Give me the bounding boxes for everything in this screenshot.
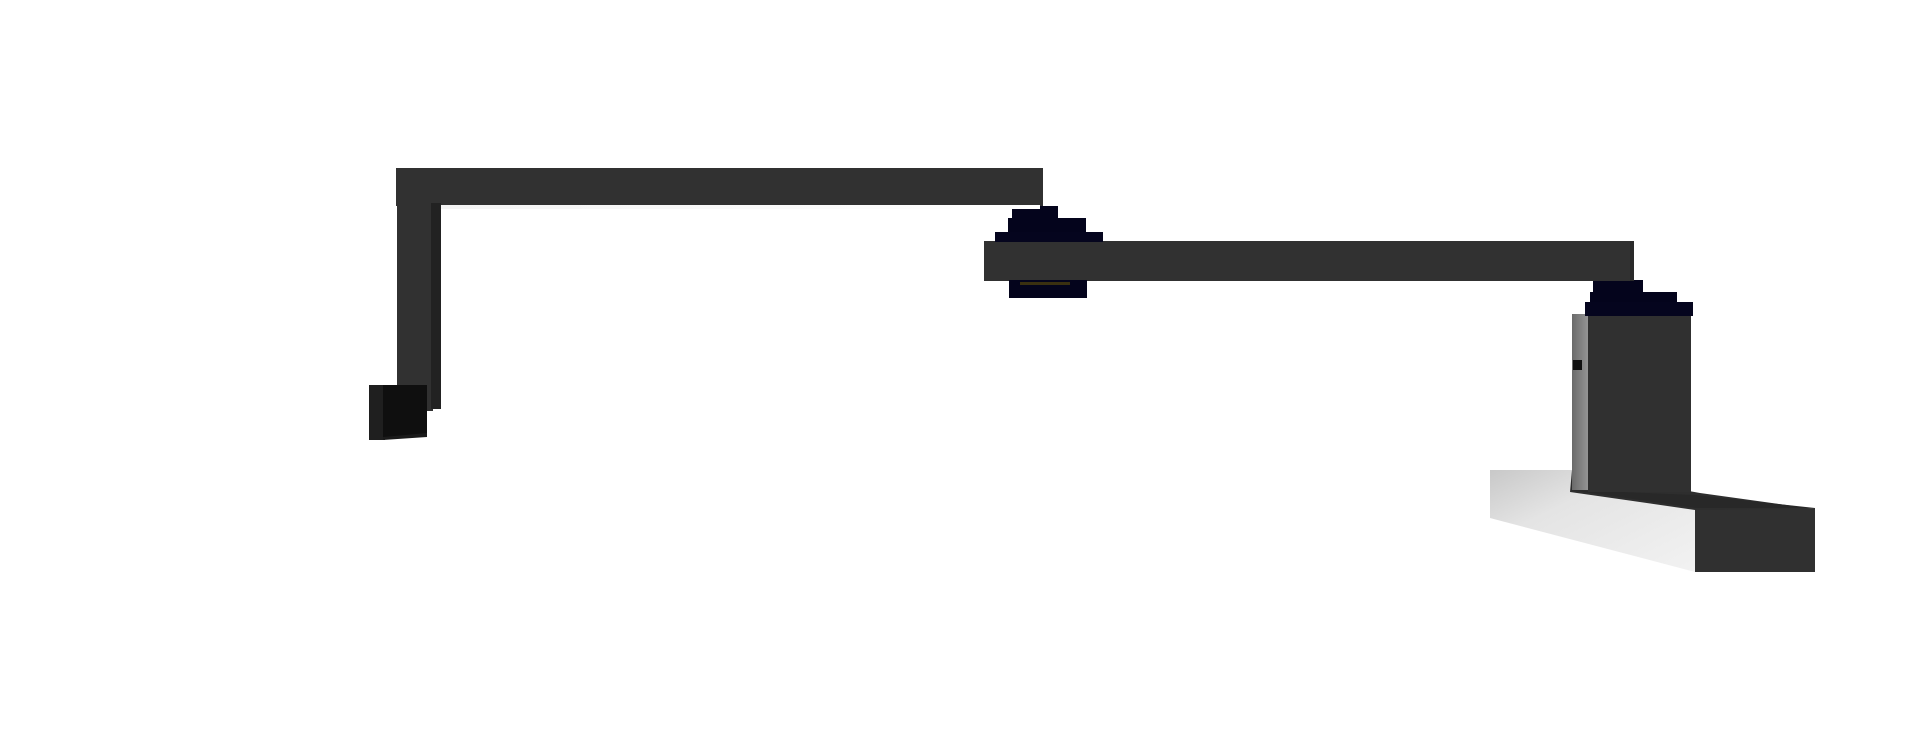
forearm-top-face [396,168,1043,206]
base-post [1572,314,1691,492]
forearm-link [396,168,1043,209]
base-plate-side-face [1695,508,1815,572]
end-effector-front-face [383,385,427,437]
end-effector-bottom-edge [383,433,427,440]
upper-arm-link [984,241,1634,281]
end-effector-left-face [369,385,385,440]
upper-arm-end-face [1630,241,1634,281]
base-post-left-face [1572,314,1590,490]
upper-arm-top-face [984,241,1634,281]
forearm-underside-glint [440,205,1040,209]
wrist-front-face [397,203,433,411]
elbow-joint-top-step [1008,218,1086,232]
shoulder-joint [1585,280,1693,316]
shoulder-joint-flange [1585,302,1693,316]
elbow-joint-highlight [1020,282,1070,285]
wrist-link [397,203,441,411]
base-plate-top-edge [1570,490,1815,508]
shoulder-joint-cap [1593,280,1643,294]
base-post-indicator [1573,360,1582,370]
end-effector [369,385,427,440]
elbow-joint-top-cap [1012,206,1058,220]
base-post-front-face [1588,314,1691,492]
wrist-side-face [431,203,441,409]
elbow-joint-top-flange [995,232,1103,242]
elbow-joint [995,206,1103,298]
base-plate-front-face [1490,470,1695,572]
shoulder-joint-step [1590,292,1677,304]
